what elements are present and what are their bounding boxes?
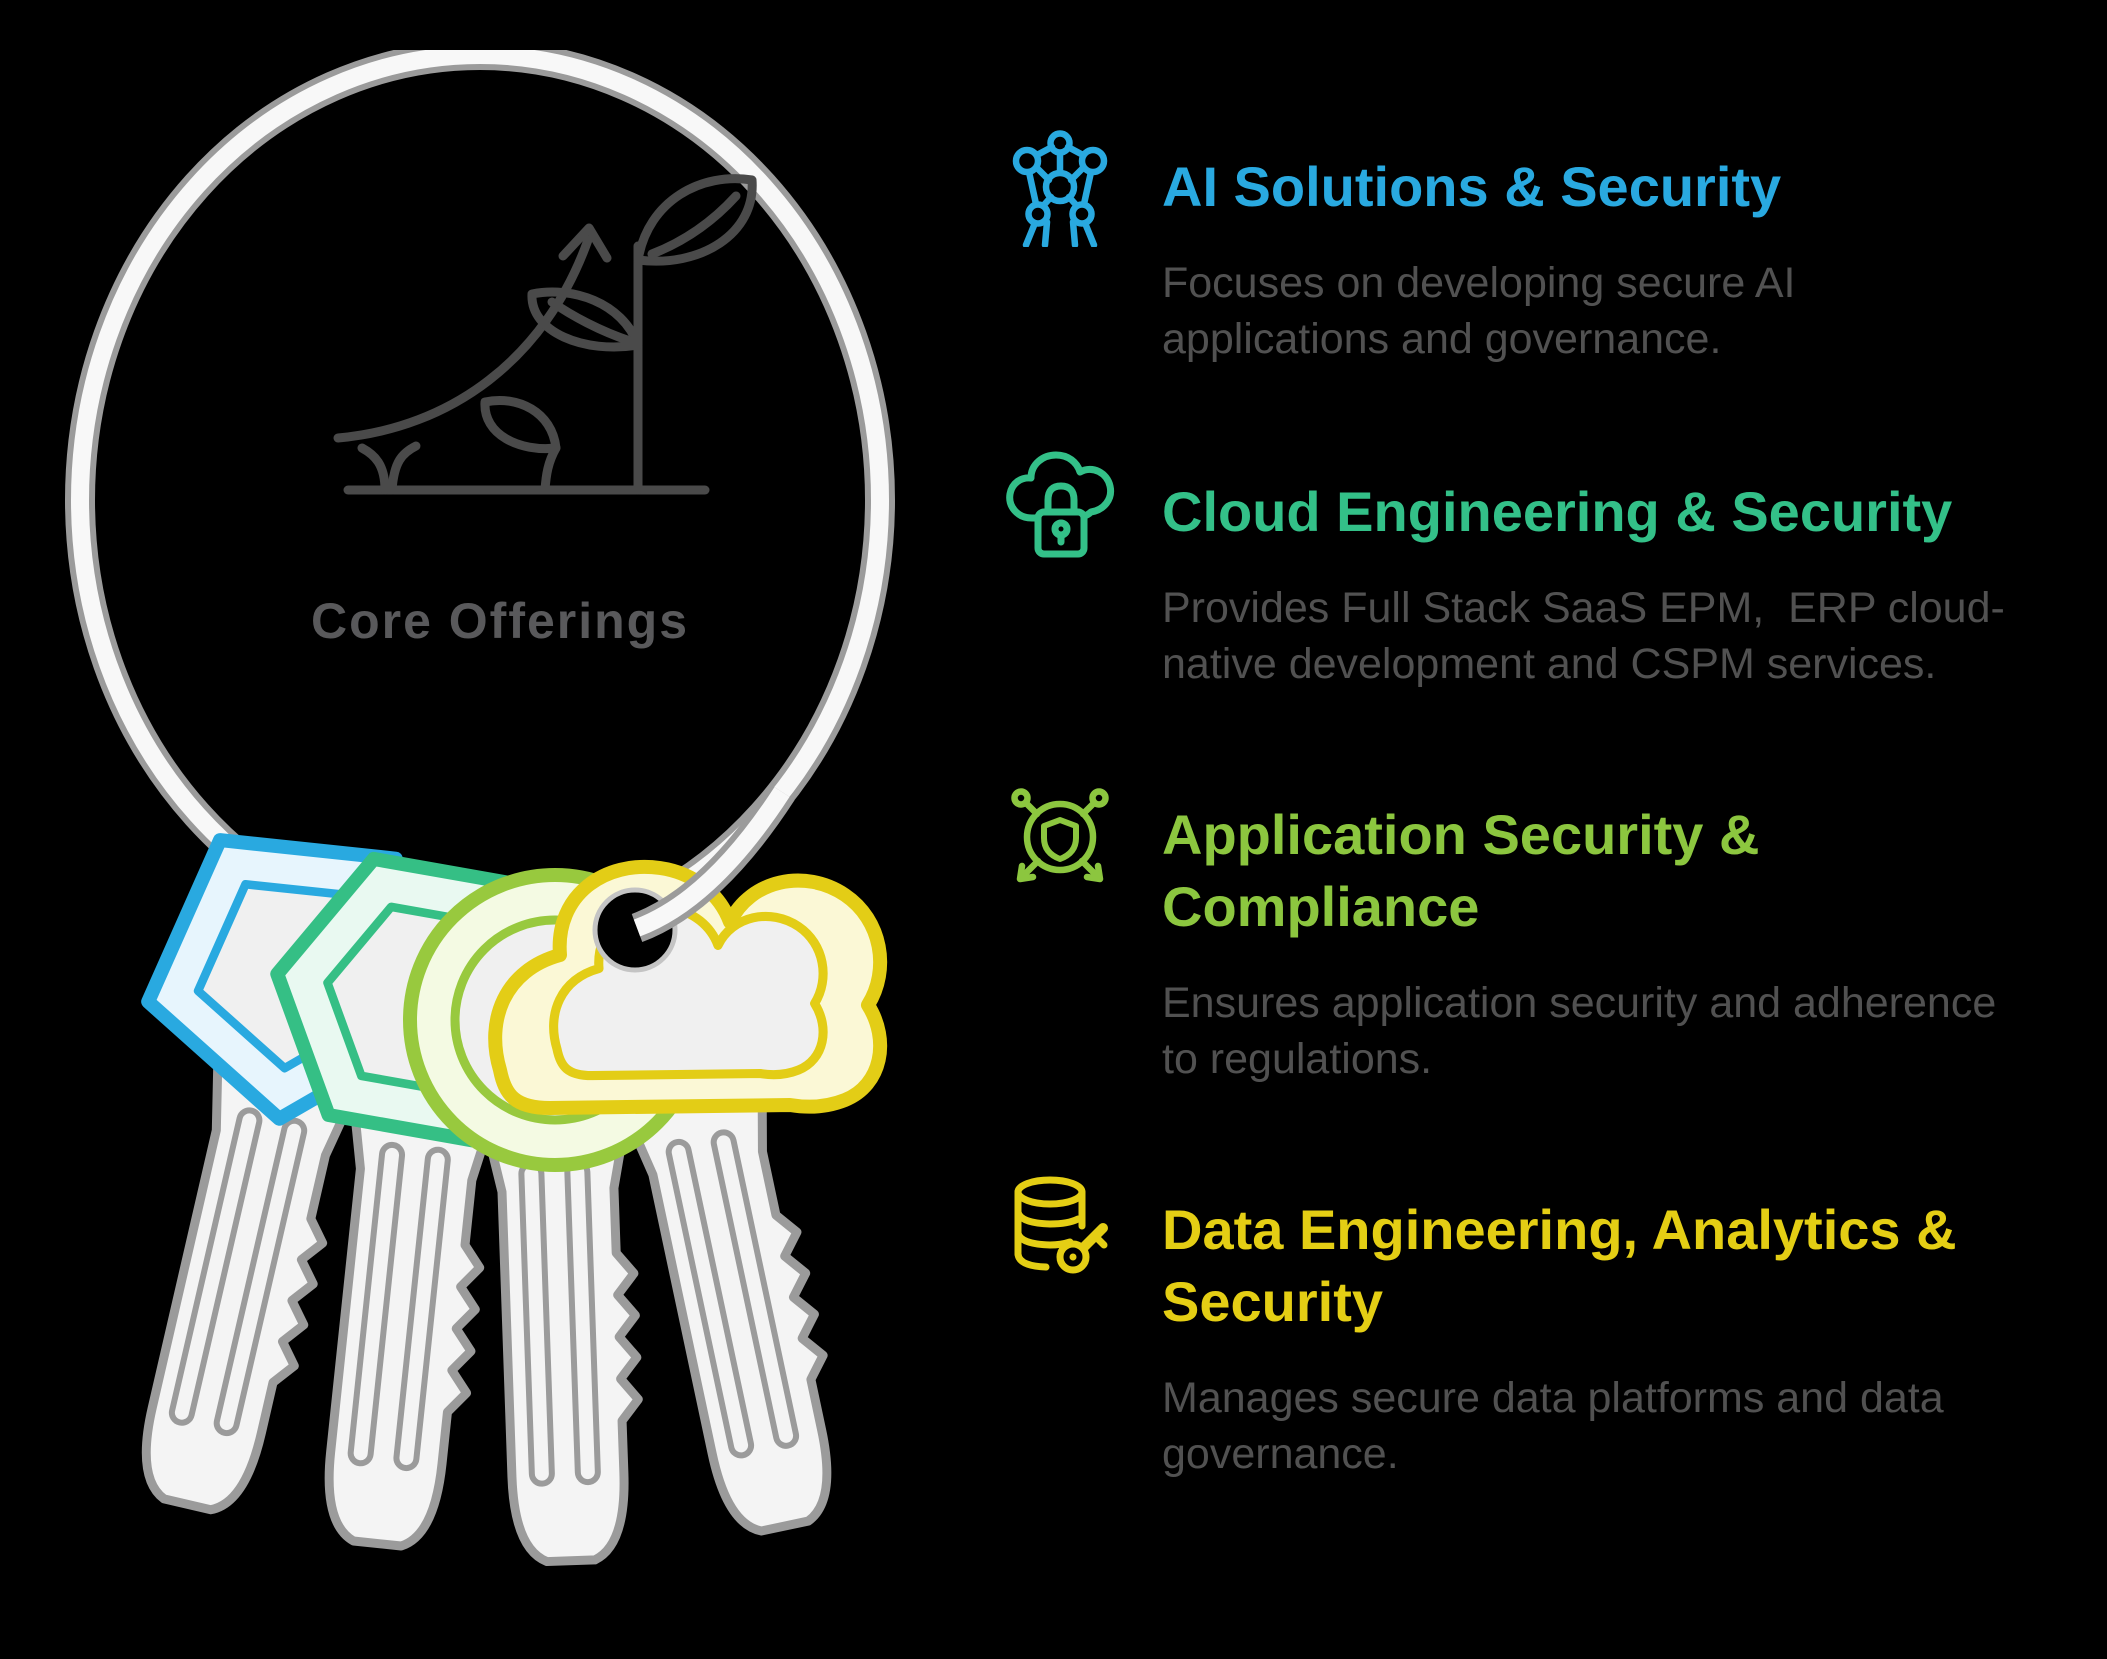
core-offerings-label: Core Offerings xyxy=(310,593,690,649)
growth-arrow-plant-icon xyxy=(333,174,757,495)
section-description: Provides Full Stack SaaS EPM, ERP cloud-… xyxy=(1162,584,2005,688)
database-key-icon xyxy=(1000,1170,1120,1290)
cloud-key-head xyxy=(488,859,888,1115)
keyring-illustration xyxy=(65,50,895,1590)
section-description: Ensures application security and adheren… xyxy=(1162,979,1997,1083)
section-cloud-engineering: Cloud Engineering & Security Provides Fu… xyxy=(1000,451,2107,692)
keyring-ring-end xyxy=(631,783,795,943)
section-title: Application Security & xyxy=(1162,803,1760,866)
section-data-engineering: Data Engineering, Analytics & Security M… xyxy=(1000,1170,2107,1482)
section-title: Data Engineering, Analytics & xyxy=(1162,1198,1957,1261)
section-title: Security xyxy=(1162,1270,1383,1333)
section-title: Compliance xyxy=(1162,875,1480,938)
shield-network-icon xyxy=(1000,775,1120,895)
section-description: Focuses on developing secure AI applicat… xyxy=(1162,259,1796,363)
cloud-lock-icon xyxy=(1000,451,1120,572)
section-description: Manages secure data platforms and data g… xyxy=(1162,1374,1944,1478)
section-title: Cloud Engineering & Security xyxy=(1162,480,1953,543)
section-application-security: Application Security & Compliance Ensure… xyxy=(1000,775,2107,1087)
ai-network-icon xyxy=(1000,127,1120,249)
section-ai-solutions: AI Solutions & Security Focuses on devel… xyxy=(1000,127,2107,367)
section-title: AI Solutions & Security xyxy=(1162,155,1782,218)
